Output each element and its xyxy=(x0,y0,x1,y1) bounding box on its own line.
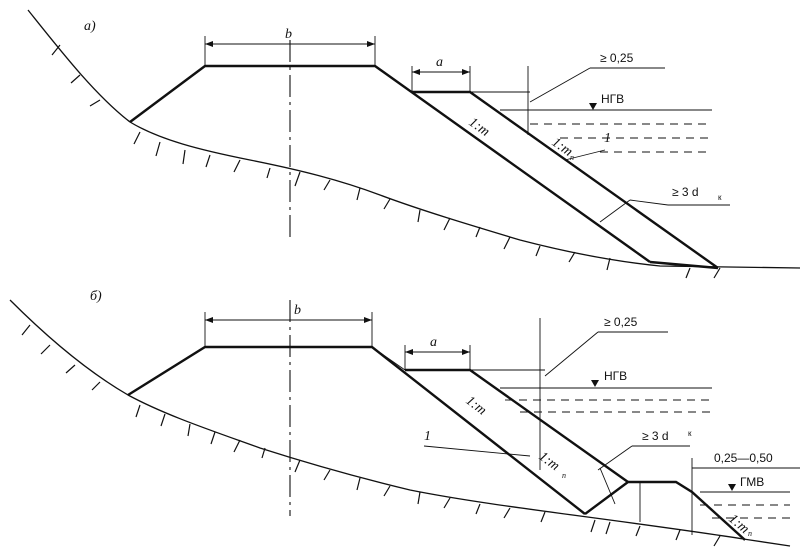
figure-b-ground-hatching xyxy=(21,324,721,547)
figure-a-thickness-label: ≥ 3 d xyxy=(672,185,699,199)
figure-a-water-level-marker xyxy=(589,103,597,110)
figure-a: а) b a xyxy=(27,9,801,279)
figure-b-thickness-sub: к xyxy=(688,429,692,438)
figure-a-crest-width-label: b xyxy=(285,27,292,42)
figure-b-embankment-outline xyxy=(127,345,586,515)
figure-b-berm-width-label: a xyxy=(430,335,437,350)
figure-a-berm-width-label: a xyxy=(436,55,443,70)
figure-b-low-water-marker xyxy=(728,484,736,491)
figure-a-thickness-dimension: ≥ 3 d к xyxy=(599,185,730,223)
figure-b-layer-top xyxy=(371,346,406,371)
figure-b-protective-layer xyxy=(405,368,629,483)
figure-b-label: б) xyxy=(90,289,102,304)
figure-b-layer-number: 1 xyxy=(424,429,431,444)
figure-a-protective-layer xyxy=(412,90,719,270)
figure-b-outer-slope-sub: n xyxy=(562,471,566,480)
figure-b-berm-dimension: a xyxy=(404,335,471,370)
figure-a-freeboard-dimension: ≥ 0,25 xyxy=(470,51,665,135)
figure-b-toe-slope-sub: n xyxy=(748,529,752,538)
figure-a-freeboard-label: ≥ 0,25 xyxy=(600,51,634,65)
figure-b-water-level-label: НГВ xyxy=(604,369,627,383)
figure-b-toe-freeboard-label: 0,25—0,50 xyxy=(714,451,773,465)
figure-b-crest-dimension: b xyxy=(204,303,373,347)
figure-b-low-water-label: ГМВ xyxy=(740,475,764,489)
figure-b-toe-dimension: 0,25—0,50 ГМВ xyxy=(691,451,800,519)
figure-a-berm-dimension: a xyxy=(411,55,471,92)
figure-a-main-slope-label: 1:m xyxy=(466,115,492,140)
figure-a-ground-line xyxy=(27,9,801,269)
figure-b-thickness-tick xyxy=(599,467,616,505)
figure-a-water: НГВ xyxy=(500,92,712,153)
figure-a-layer-leader xyxy=(564,149,606,161)
figure-a-label: а) xyxy=(84,19,96,34)
figure-b-water: НГВ xyxy=(500,369,712,413)
figure-a-outer-slope-sub: n xyxy=(570,153,574,162)
figure-a-embankment-outline xyxy=(129,64,651,263)
figure-a-ground-hatching xyxy=(51,44,721,279)
figure-a-thickness-sub: к xyxy=(718,193,722,202)
figure-b-water-level-marker xyxy=(591,380,599,387)
figure-b-thickness-dimension: ≥ 3 d к xyxy=(597,429,692,505)
figure-a-layer-top xyxy=(374,65,413,93)
figure-b-freeboard-dimension: ≥ 0,25 xyxy=(470,315,668,470)
figure-b-main-slope-label: 1:m xyxy=(463,393,489,418)
figure-b-toe-berm xyxy=(584,480,746,541)
figure-a-water-level-label: НГВ xyxy=(601,92,624,106)
figure-b-freeboard-label: ≥ 0,25 xyxy=(604,315,638,329)
figure-a-crest-dimension: b xyxy=(204,27,376,66)
figure-b-crest-width-label: b xyxy=(294,303,301,318)
figure-b: б) b a xyxy=(9,289,800,547)
figure-b-ground-line xyxy=(9,299,791,547)
figure-b-thickness-label: ≥ 3 d xyxy=(642,429,669,443)
figure-b-layer-leader xyxy=(423,445,531,457)
figure-a-layer-number: 1 xyxy=(604,131,611,146)
